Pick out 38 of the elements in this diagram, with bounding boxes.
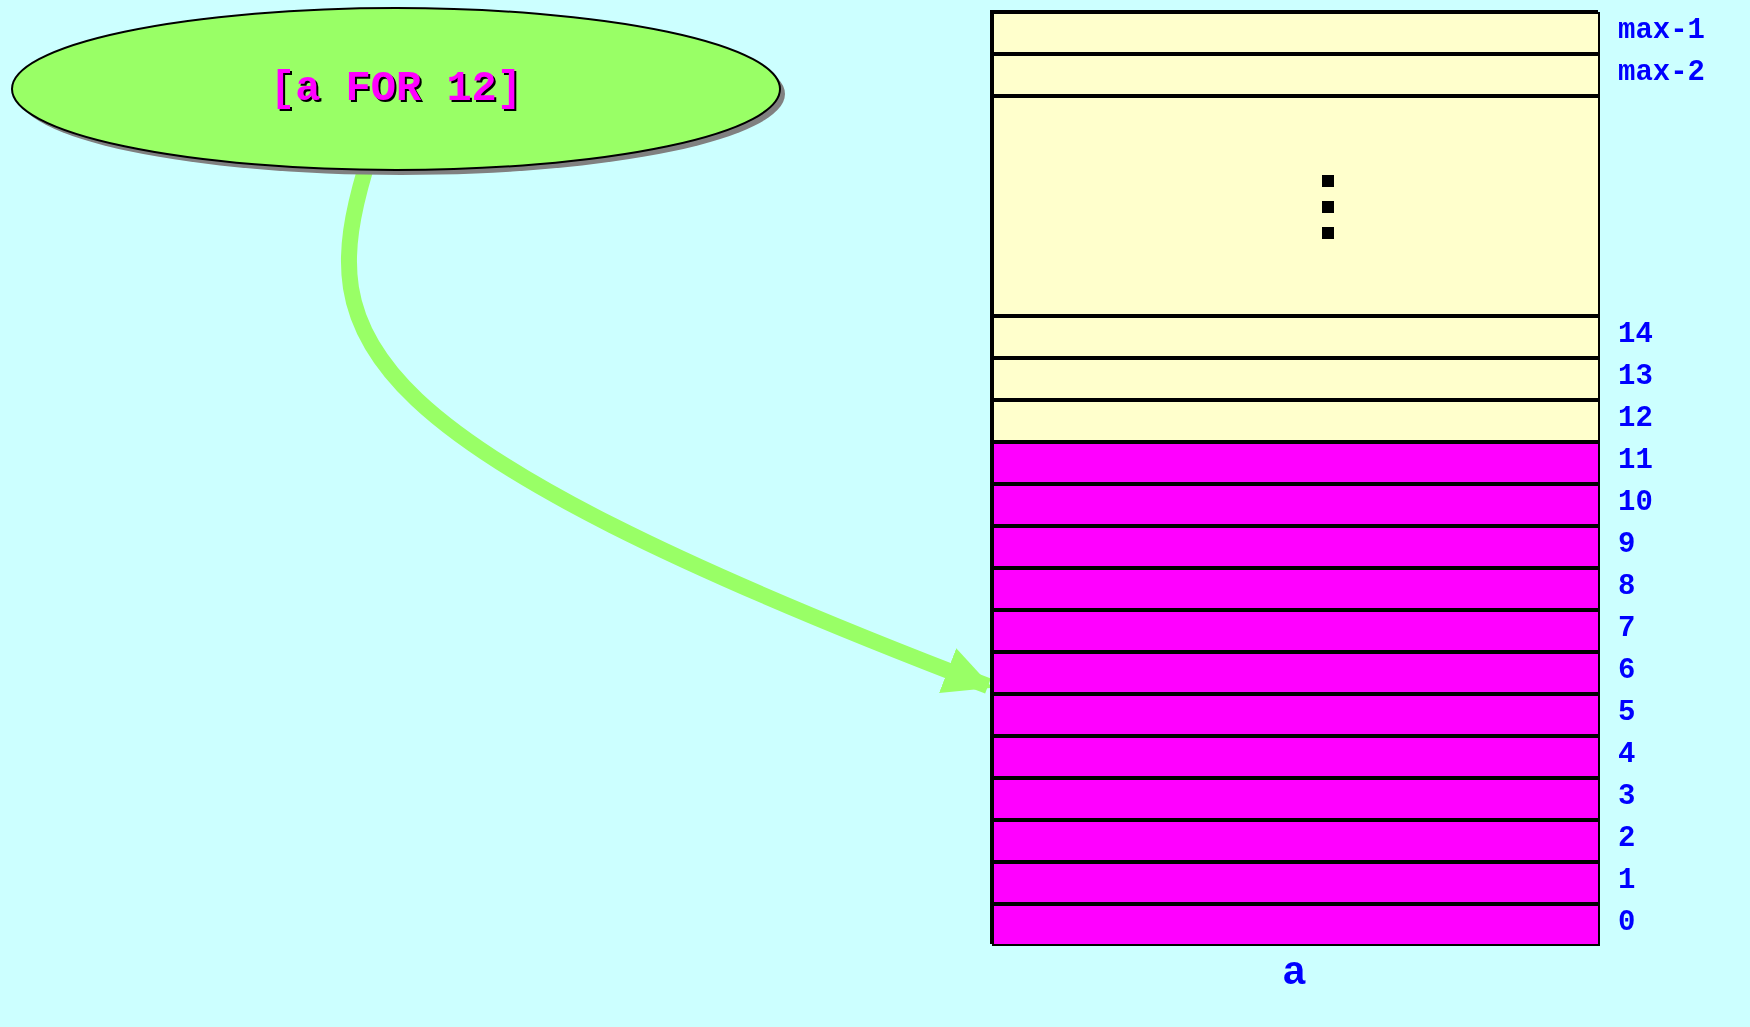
node-label: [a FOR 12] — [270, 65, 522, 113]
index-label: 9 — [1618, 529, 1636, 561]
index-label: 11 — [1618, 445, 1653, 477]
memory-cell — [992, 736, 1600, 778]
index-label: 8 — [1618, 571, 1636, 603]
memory-cell — [992, 358, 1600, 400]
memory-cell — [992, 54, 1600, 96]
memory-cell — [992, 862, 1600, 904]
memory-cell — [992, 904, 1600, 946]
index-label: 12 — [1618, 403, 1653, 435]
memory-cell — [992, 316, 1600, 358]
memory-cell — [992, 12, 1600, 54]
index-label: max-1 — [1618, 15, 1705, 47]
index-label: 10 — [1618, 487, 1653, 519]
index-label: 14 — [1618, 319, 1653, 351]
index-label: 4 — [1618, 739, 1636, 771]
index-label: 5 — [1618, 697, 1636, 729]
index-label: 7 — [1618, 613, 1636, 645]
memory-cell — [992, 610, 1600, 652]
memory-cell — [992, 652, 1600, 694]
memory-cell — [992, 96, 1600, 316]
index-label: 3 — [1618, 781, 1636, 813]
memory-cell — [992, 694, 1600, 736]
index-label: 1 — [1618, 865, 1636, 897]
index-label: 0 — [1618, 907, 1636, 939]
memory-cell — [992, 442, 1600, 484]
memory-cell — [992, 484, 1600, 526]
memory-cell — [992, 526, 1600, 568]
memory-cell — [992, 568, 1600, 610]
memory-cell — [992, 820, 1600, 862]
memory-cell — [992, 778, 1600, 820]
index-label: 13 — [1618, 361, 1653, 393]
index-label: 6 — [1618, 655, 1636, 687]
ellipse-node — [10, 6, 782, 172]
index-label: max-2 — [1618, 57, 1705, 89]
memory-cell — [992, 400, 1600, 442]
index-label: 2 — [1618, 823, 1636, 855]
array-name: a — [1282, 948, 1306, 993]
